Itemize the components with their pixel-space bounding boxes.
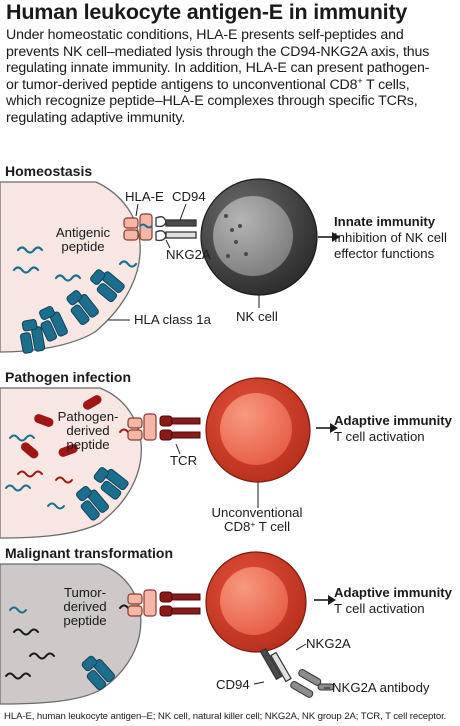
peptide-squiggle: [118, 260, 138, 268]
intro-text: Under homeostatic conditions, HLA-E pres…: [6, 27, 458, 127]
arrow-icon: [330, 423, 338, 433]
nk-cell-label: NK cell: [236, 309, 278, 324]
hla-e-icon: [127, 589, 157, 617]
arrow-icon: [328, 595, 336, 605]
intro-line: Under homeostatic conditions, HLA-E pres…: [6, 27, 404, 43]
nkg2a-label: NKG2A: [166, 247, 211, 262]
malignant-diagram: [0, 551, 336, 705]
host-cell: [0, 181, 141, 353]
adaptive-immunity-title: Adaptive immunity: [334, 585, 452, 600]
hla-class-1a-icon: [90, 269, 125, 303]
pathogen-heading: Pathogen infection: [5, 369, 131, 385]
figure-title: Human leukocyte antigen-E in immunity: [6, 0, 408, 24]
tcr-label: TCR: [170, 453, 198, 468]
malignant-heading: Malignant transformation: [5, 545, 174, 561]
intro-line: or tumor-derived peptide antigens to unc…: [6, 75, 410, 93]
pathogen-icon: [20, 442, 39, 459]
nk-nucleus: [213, 196, 293, 276]
t-cell-nucleus: [220, 567, 288, 635]
nkg2a-antibody-icon: [290, 669, 335, 698]
innate-outcome-line: effector functions: [334, 246, 435, 261]
pathogen-diagram: [0, 377, 338, 539]
tcr-icon: [159, 415, 201, 441]
tcr-icon: [159, 591, 201, 617]
peptide-squiggle: [16, 246, 44, 254]
intro-line: regulating adaptive immunity.: [6, 109, 186, 126]
t-cell-nucleus: [220, 393, 292, 465]
pathogen-icon: [82, 395, 102, 410]
hla-class-1a-icon: [66, 290, 99, 326]
hla-class-1a-icon: [39, 306, 68, 342]
pathogen-icon: [58, 444, 78, 457]
pathogen-icon: [34, 414, 54, 427]
hla-e-label: HLA-E: [125, 189, 164, 204]
nkg2a-receptor: [259, 647, 292, 683]
hla-class-1a-label: HLA class 1a: [134, 312, 211, 327]
innate-outcome-line: Inhibition of NK cell: [334, 230, 447, 245]
adaptive-immunity-title: Adaptive immunity: [334, 413, 452, 428]
nkg2a-antibody-label: NKG2A antibody: [332, 680, 430, 695]
nkg2a-label: NKG2A: [306, 636, 351, 651]
adaptive-outcome-line: T cell activation: [334, 429, 425, 444]
cd94-label: CD94: [216, 677, 250, 692]
peptide-squiggle: [12, 266, 40, 274]
cd94-label: CD94: [172, 189, 206, 204]
intro-line: prevents NK cell–mediated lysis through …: [6, 43, 430, 60]
cd94-nkg2a-receptor: [155, 216, 197, 242]
intro-line: which recognize peptide–HLA-E complexes …: [6, 93, 418, 110]
innate-immunity-title: Innate immunity: [334, 214, 436, 229]
host-cell: [0, 387, 142, 539]
homeostasis-diagram: [0, 178, 340, 354]
hla-e-icon: [127, 413, 157, 441]
abbreviations-footer: HLA-E, human leukocyte antigen–E; NK cel…: [4, 711, 447, 722]
homeostasis-heading: Homeostasis: [5, 163, 93, 179]
peptide-squiggle: [54, 274, 82, 282]
adaptive-outcome-line: T cell activation: [334, 601, 425, 616]
arrow-icon: [332, 232, 340, 242]
hla-class-1a-icon: [19, 319, 46, 354]
intro-line: regulating innate immunity. In addition,…: [6, 60, 430, 77]
